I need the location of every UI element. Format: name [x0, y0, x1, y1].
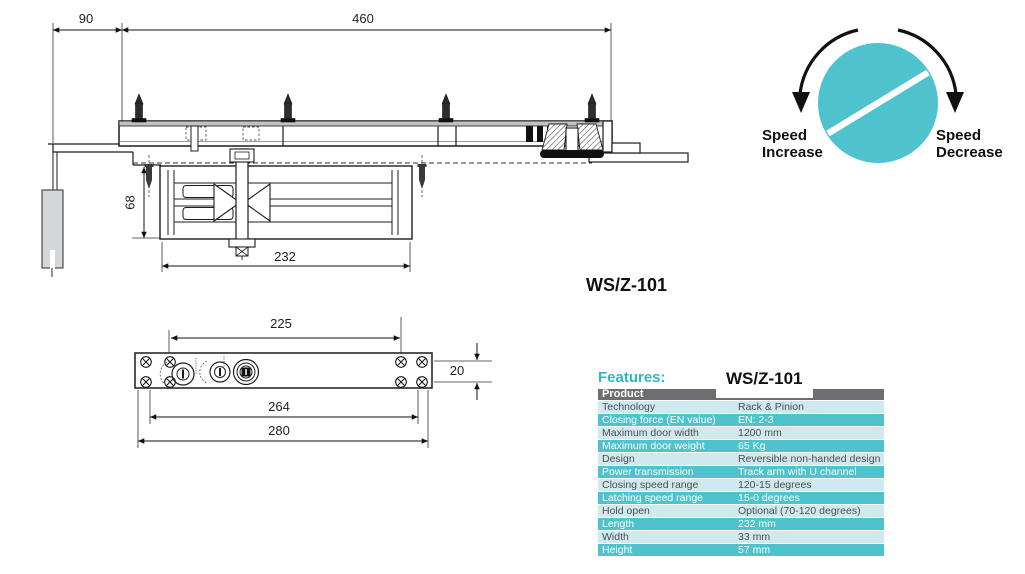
closer-body [159, 148, 413, 260]
feature-value: 15-0 degrees [738, 492, 800, 504]
feature-row: Latching speed range 15-0 degrees [598, 492, 884, 505]
dim-height-label: 68 [123, 188, 138, 217]
feature-row: Power transmission Track arm with U chann… [598, 466, 884, 479]
feature-row: Maximum door weight 65 Kg [598, 440, 884, 453]
feature-value: 65 Kg [738, 440, 766, 452]
features-heading: Features: [598, 369, 666, 386]
feature-label: Maximum door weight [602, 440, 705, 452]
feature-row: Design Reversible non-handed design [598, 453, 884, 466]
feature-label: Latching speed range [602, 492, 703, 504]
increase-arrow-icon [792, 28, 859, 113]
frame-section [41, 143, 161, 277]
dim-track-label: 460 [340, 12, 386, 25]
features-table-header-label: Product [602, 389, 644, 400]
feature-row: Length 232 mm [598, 518, 884, 531]
feature-row: Closing force (EN value) EN: 2-3 [598, 414, 884, 427]
track-slider-roller [526, 123, 604, 158]
feature-row: Height 57 mm [598, 544, 884, 557]
features-model-title: WS/Z-101 [716, 368, 813, 398]
feature-value: 57 mm [738, 544, 771, 556]
feature-label: Closing speed range [602, 479, 699, 491]
track-bolts [131, 93, 600, 123]
feature-row: Technology Rack & Pinion [598, 401, 884, 414]
feature-label: Hold open [602, 505, 650, 517]
model-title: WS/Z-101 [586, 275, 668, 295]
dim-inner-holes-label: 225 [258, 317, 304, 330]
speed-increase-label: Speed Increase [762, 127, 823, 161]
dim-row-offset-label: 20 [443, 364, 471, 377]
feature-row: Hold open Optional (70-120 degrees) [598, 505, 884, 518]
dim-offset-label: 90 [68, 12, 104, 25]
feature-label: Power transmission [602, 466, 694, 478]
feature-label: Maximum door width [602, 427, 699, 439]
fixing-screws [144, 155, 427, 197]
feature-label: Design [602, 453, 635, 465]
feature-value: 33 mm [738, 531, 771, 543]
feature-value: Track arm with U channel [738, 466, 857, 478]
dim-body-label: 232 [262, 250, 308, 263]
feature-label: Length [602, 518, 635, 530]
feature-value: 1200 mm [738, 427, 782, 439]
speed-dial-graphic [792, 28, 964, 163]
top-view-drawing [134, 317, 492, 448]
feature-row: Closing speed range 120-15 degrees [598, 479, 884, 492]
pinion-spindle [232, 358, 260, 386]
feature-label: Width [602, 531, 629, 543]
feature-value: EN: 2-3 [738, 414, 774, 426]
side-view-drawing [41, 23, 689, 277]
feature-value: Reversible non-handed design [738, 453, 881, 465]
decrease-arrow-icon [897, 28, 964, 113]
adjustment-valves [159, 356, 231, 388]
feature-row: Width 33 mm [598, 531, 884, 544]
mounting-plate [134, 352, 433, 389]
feature-value: 120-15 degrees [738, 479, 812, 491]
feature-label: Technology [602, 401, 656, 413]
dim-total-label: 280 [256, 424, 302, 437]
feature-value: Rack & Pinion [738, 401, 804, 413]
dial-slot [826, 69, 930, 137]
feature-label: Closing force (EN value) [602, 414, 716, 426]
speed-decrease-label: Speed Decrease [936, 127, 1003, 161]
dim-outer-holes-label: 264 [256, 400, 302, 413]
feature-label: Height [602, 544, 633, 556]
feature-value: Optional (70-120 degrees) [738, 505, 861, 517]
feature-row: Maximum door width 1200 mm [598, 427, 884, 440]
feature-value: 232 mm [738, 518, 776, 530]
